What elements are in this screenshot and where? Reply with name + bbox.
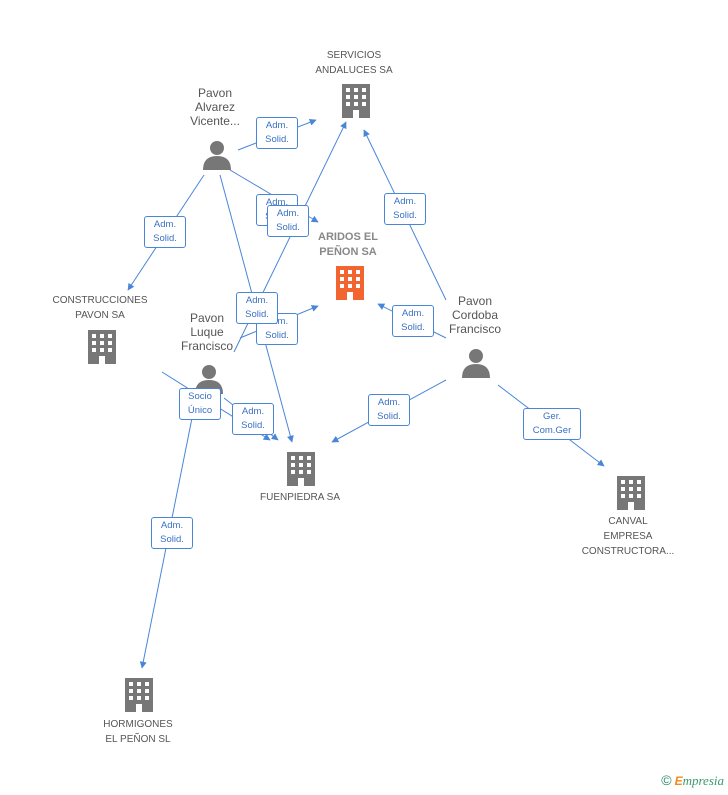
copyright-icon: © — [661, 772, 672, 788]
edge-label-socio-unico: Socio Único — [179, 388, 221, 420]
building-icon — [336, 266, 364, 300]
node-label-servicios: SERVICIOS ANDALUCES SA — [315, 50, 393, 76]
building-icon — [125, 678, 153, 712]
building-icon — [88, 330, 116, 364]
node-label-aridos[interactable]: ARIDOS EL PEÑON SA — [318, 231, 378, 258]
brand-watermark: ©Empresia — [661, 772, 724, 789]
node-label-pavon-cordoba: Pavon Cordoba Francisco — [448, 294, 501, 336]
node-label-pavon-alvarez: Pavon Alvarez Vicente... — [190, 86, 240, 128]
edge-label-ger-com: Ger. Com.Ger — [523, 408, 581, 440]
edge-label-adm-solid: Adm. Solid. — [256, 117, 298, 149]
edge-label-adm-solid: Adm. Solid. — [392, 305, 434, 337]
edge-label-adm-solid: Adm. Solid. — [236, 292, 278, 324]
node-label-fuenpiedra: FUENPIEDRA SA — [259, 492, 341, 503]
node-label-pavon-luque: Pavon Luque Francisco — [180, 311, 233, 353]
edge-label-adm-solid: Adm. Solid. — [232, 403, 274, 435]
edge-label-adm-solid: Adm. Solid. — [151, 517, 193, 549]
person-icon — [203, 141, 231, 170]
building-icon — [287, 452, 315, 486]
edge-label-adm-solid: Adm. Solid. — [144, 216, 186, 248]
building-icon — [342, 84, 370, 118]
node-label-construcciones: CONSTRUCCIONES PAVON SA — [52, 295, 148, 321]
node-label-hormigones: HORMIGONES EL PEÑON SL — [103, 719, 173, 745]
brand-name: mpresia — [682, 773, 724, 788]
brand-initial: E — [674, 774, 683, 788]
edge-label-adm-solid: Adm. Solid. — [368, 394, 410, 426]
person-icon — [462, 349, 490, 378]
edge-label-adm-solid: Adm. Solid. — [384, 193, 426, 225]
edge-label-adm-solid: Adm. Solid. — [267, 205, 309, 237]
node-label-canval: CANVAL EMPRESA CONSTRUCTORA... — [581, 516, 675, 557]
building-icon — [617, 476, 645, 510]
